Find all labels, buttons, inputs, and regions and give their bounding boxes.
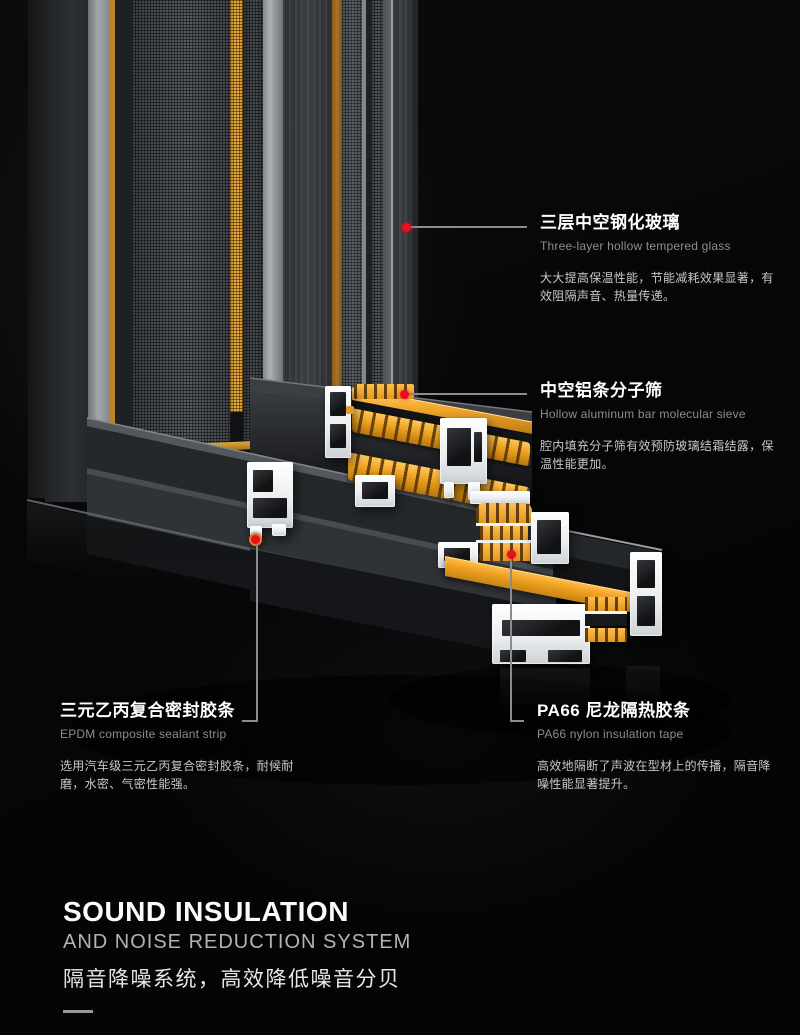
leader-line-glass — [409, 226, 527, 228]
alu-profile-mid-right — [440, 418, 487, 484]
alu-profile-right-column — [630, 552, 662, 636]
callout-spacer: 中空铝条分子筛 Hollow aluminum bar molecular si… — [540, 380, 790, 473]
profile-chamber — [500, 650, 526, 662]
callout-glass-title: 三层中空钢化玻璃 — [540, 213, 680, 232]
insect-mesh-panel-right — [243, 0, 263, 444]
leader-line-pa66-vertical — [510, 559, 512, 721]
callout-pa66-desc: 高效地隔断了声波在型材上的传播，隔音降噪性能显著提升。 — [537, 759, 771, 791]
callout-epdm: 三元乙丙复合密封胶条 EPDM composite sealant strip … — [60, 700, 320, 793]
marker-dot-epdm — [251, 535, 260, 544]
profile-chamber — [253, 470, 273, 492]
profile-chamber — [474, 432, 482, 462]
screen-panel-inner — [371, 0, 383, 442]
floor-shadow-main — [70, 675, 730, 785]
sill-outer-face — [27, 502, 250, 610]
footer-title-en-line1: SOUND INSULATION — [63, 896, 349, 927]
alu-profile-bottom-left — [247, 462, 293, 528]
leader-line-pa66-horizontal — [510, 720, 524, 722]
profile-chamber — [548, 650, 582, 662]
leader-line-epdm-horizontal — [242, 720, 258, 722]
profile-chamber — [330, 392, 346, 416]
callout-spacer-subtitle: Hollow aluminum bar molecular sieve — [540, 407, 746, 421]
pa66-comb-row — [480, 526, 528, 540]
leader-line-epdm-vertical — [256, 544, 258, 721]
comb-gap-dark — [585, 614, 627, 626]
alu-profile-cap — [470, 491, 530, 504]
comb-separator — [476, 540, 532, 543]
comb-separator — [476, 523, 532, 526]
callout-glass: 三层中空钢化玻璃 Three-layer hollow tempered gla… — [540, 212, 790, 305]
gold-strip-in-mesh — [230, 0, 243, 412]
callout-epdm-title: 三元乙丙复合密封胶条 — [60, 701, 235, 720]
pa66-comb-row — [480, 543, 532, 561]
alu-profile-bottom-main — [492, 604, 590, 664]
warm-edge-strip — [332, 0, 342, 455]
callout-spacer-desc: 腔内填充分子筛有效预防玻璃结霜结露，保温性能更加。 — [540, 439, 774, 471]
callout-pa66-title: PA66 尼龙隔热胶条 — [537, 701, 691, 720]
gasket-dot-gold — [346, 406, 354, 414]
frame-jamb-outer-edge — [28, 0, 45, 498]
alu-profile-tophat — [355, 475, 395, 507]
frame-jamb-face — [45, 0, 88, 502]
alu-profile-sash-left — [325, 386, 351, 458]
marker-dot-spacer — [400, 390, 409, 399]
alu-profile-mid-block — [531, 512, 569, 564]
pa66-comb-right — [585, 594, 627, 644]
glass-spacer-bars — [354, 384, 414, 399]
pa66-comb-row — [476, 503, 532, 523]
floor-shadow-right — [390, 665, 730, 735]
pa66-comb-row — [585, 628, 627, 642]
leader-line-spacer — [408, 393, 527, 395]
profile-chamber — [330, 424, 346, 448]
frame-jamb-bright-edge — [88, 0, 110, 505]
pane-highlight-line — [391, 0, 393, 418]
profile-chamber — [502, 620, 580, 636]
glass-pane-bright-edge — [263, 0, 283, 468]
profile-chamber — [253, 498, 287, 518]
insect-mesh-panel — [132, 0, 230, 448]
back-rail-highlight — [552, 527, 663, 551]
footer-title-block: SOUND INSULATION AND NOISE REDUCTION SYS… — [63, 896, 411, 1013]
pane-divider-bright — [362, 0, 366, 446]
floor-reflection — [500, 668, 590, 712]
profile-chamber — [447, 428, 471, 466]
frame-track-gap — [115, 0, 132, 436]
comb-separator — [585, 611, 627, 614]
callout-epdm-desc: 选用汽车级三元乙丙复合密封胶条，耐候耐磨，水密、气密性能强。 — [60, 759, 294, 791]
pane-gap-dark — [366, 0, 371, 444]
pa66-comb-row — [585, 597, 627, 611]
glass-pane-mid — [383, 0, 391, 420]
sill-band-b-face — [87, 474, 556, 622]
glass-pane-outer — [393, 0, 412, 410]
alu-profile-foot — [272, 524, 286, 536]
footer-accent-line — [63, 1010, 93, 1013]
floor-reflection — [626, 666, 660, 720]
glazing-bead-gold — [352, 388, 532, 434]
footer-title-en-line2: AND NOISE REDUCTION SYSTEM — [63, 931, 412, 953]
marker-dot-pa66 — [507, 550, 516, 559]
alu-profile-foot — [444, 482, 454, 498]
callout-spacer-title: 中空铝条分子筛 — [540, 381, 663, 400]
glass-pane-outer-edge — [412, 0, 418, 408]
callout-glass-subtitle: Three-layer hollow tempered glass — [540, 239, 731, 253]
profile-chamber — [637, 560, 655, 588]
footer-title-zh: 隔音降噪系统，高效降低噪音分贝 — [63, 968, 401, 991]
callout-pa66: PA66 尼龙隔热胶条 PA66 nylon insulation tape 高… — [537, 700, 787, 793]
sill-outer-highlight — [26, 499, 251, 550]
sill-band-a-top — [87, 418, 556, 528]
profile-chamber — [637, 596, 655, 626]
callout-pa66-subtitle: PA66 nylon insulation tape — [537, 727, 684, 741]
tinted-glass-panel — [283, 0, 332, 458]
profile-chamber — [362, 482, 388, 499]
profile-chamber — [537, 520, 561, 554]
callout-glass-desc: 大大提高保温性能，节能减耗效果显著，有效阻隔声音、热量传递。 — [540, 271, 774, 303]
gold-seal-strip-left — [110, 0, 115, 432]
screen-panel-light — [342, 0, 362, 446]
marker-dot-glass — [402, 223, 411, 232]
callout-epdm-subtitle: EPDM composite sealant strip — [60, 727, 227, 741]
pa66-comb-stack — [476, 503, 532, 561]
